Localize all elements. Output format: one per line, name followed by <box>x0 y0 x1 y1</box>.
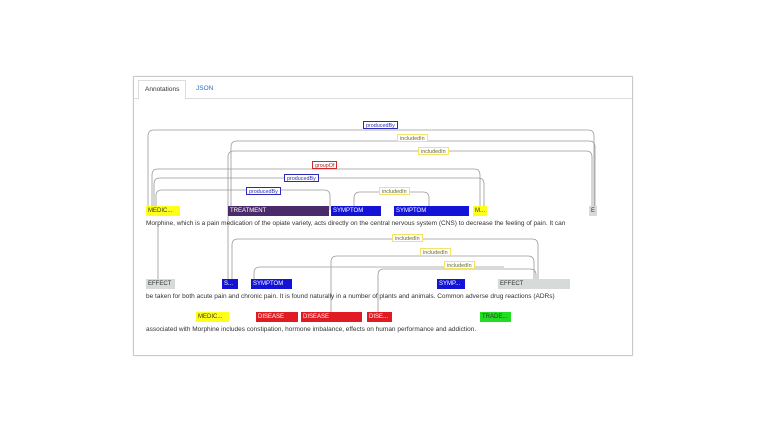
tab-bar: Annotations JSON <box>134 77 632 100</box>
relation-label: includedIn <box>418 147 449 155</box>
entity-effect[interactable]: EFFECT <box>498 279 570 289</box>
relation-label: includedIn <box>444 261 475 269</box>
tab-json[interactable]: JSON <box>196 85 214 92</box>
relation-label: includedIn <box>392 234 423 242</box>
entity-disease[interactable]: DISEASE <box>301 312 362 322</box>
entity-symptom[interactable]: S... <box>222 279 238 289</box>
text-line: be taken for both acute pain and chronic… <box>146 293 555 300</box>
relation-label: producedBy <box>246 187 281 195</box>
entity-medication[interactable]: M... <box>473 206 487 216</box>
arc-producedby-1 <box>147 129 595 210</box>
relation-label: groupOf <box>312 161 338 169</box>
arc-includedin-7 <box>253 266 504 279</box>
entity-treatment[interactable]: TREATMENT <box>228 206 329 216</box>
relation-label: includedIn <box>420 248 451 256</box>
arc-includedin-6 <box>377 268 537 312</box>
text-line: associated with Morphine includes consti… <box>146 326 477 333</box>
entity-tradename[interactable]: TRADE... <box>480 312 511 322</box>
entity-effect[interactable]: E <box>589 206 597 216</box>
entity-disease[interactable]: DISE... <box>367 312 392 322</box>
annotation-panel: Annotations JSON pro <box>133 76 633 356</box>
arc-includedin-5 <box>330 255 535 312</box>
entity-effect[interactable]: EFFECT <box>146 279 175 289</box>
tab-annotations[interactable]: Annotations <box>138 80 187 100</box>
arc-producedby-3 <box>155 189 331 210</box>
relation-label: producedBy <box>363 121 398 129</box>
relation-label: includedIn <box>397 134 428 142</box>
entity-symptom[interactable]: SYMPTOM <box>394 206 469 216</box>
relation-label: producedBy <box>284 174 319 182</box>
text-line: Morphine, which is a pain medication of … <box>146 220 566 227</box>
entity-symptom[interactable]: SYMPTOM <box>331 206 381 216</box>
entity-symptom[interactable]: SYMPTOM <box>251 279 292 289</box>
entity-medication[interactable]: MEDIC... <box>146 206 180 216</box>
relation-label: includedIn <box>379 187 410 195</box>
entity-disease[interactable]: DISEASE <box>256 312 298 322</box>
arc-includedin-2 <box>227 150 593 279</box>
arc-producedby-2 <box>153 177 485 210</box>
entity-symptom[interactable]: SYMP... <box>437 279 465 289</box>
entity-medication[interactable]: MEDIC... <box>196 312 229 322</box>
arc-includedin-4 <box>231 238 539 279</box>
arc-groupof <box>151 168 481 210</box>
